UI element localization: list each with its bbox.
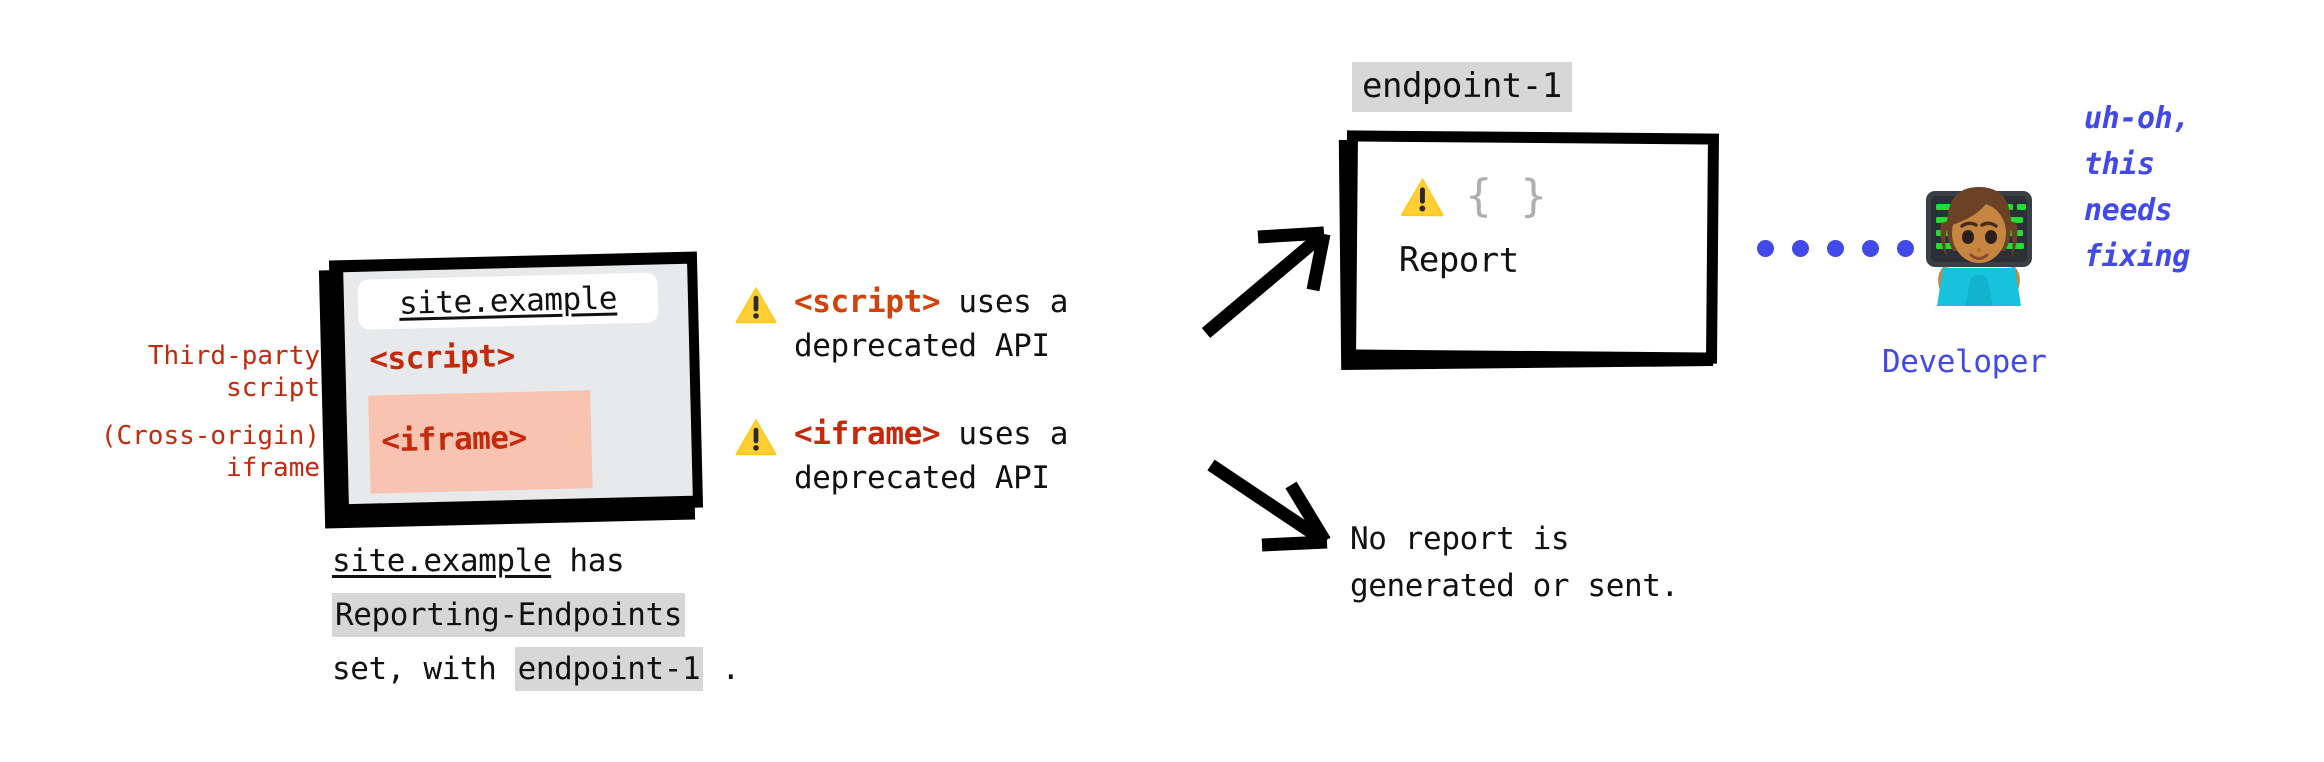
warning-iframe-rest: uses a deprecated API bbox=[794, 416, 1068, 496]
arrow-to-report-icon bbox=[1201, 226, 1331, 338]
warning-script-tag: <script> bbox=[794, 284, 941, 320]
browser-url-bar[interactable]: site.example bbox=[357, 272, 659, 330]
caption-line3-post: . bbox=[703, 651, 741, 687]
browser-window-mock: site.example <script> <iframe> bbox=[318, 251, 704, 529]
warning-text-script: <script> uses a deprecated API bbox=[794, 280, 1068, 368]
json-braces-icon: { } bbox=[1465, 170, 1549, 223]
warning-text-iframe: <iframe> uses a deprecated API bbox=[794, 412, 1068, 500]
warning-triangle-icon bbox=[1400, 177, 1444, 216]
warning-triangle-icon bbox=[735, 418, 777, 456]
arrow-to-no-report-icon bbox=[1207, 459, 1331, 552]
iframe-highlight-box: <iframe> bbox=[368, 390, 593, 494]
connector-dot bbox=[1862, 240, 1879, 257]
report-box-content: { } Report bbox=[1356, 141, 1708, 353]
no-report-text: No report is generated or sent. bbox=[1350, 521, 1679, 604]
caption-reporting-endpoints-chip: Reporting-Endpoints bbox=[332, 593, 686, 637]
warning-iframe-tag: <iframe> bbox=[794, 416, 941, 452]
warning-script-rest: uses a deprecated API bbox=[794, 284, 1068, 364]
woman-technologist-emoji bbox=[1926, 187, 2032, 306]
connector-dot bbox=[1897, 240, 1914, 257]
browser-window-content: site.example <script> <iframe> bbox=[343, 263, 693, 505]
script-tag-text: <script> bbox=[368, 338, 516, 378]
label-cross-origin-iframe: (Cross-origin) iframe bbox=[100, 421, 320, 483]
browser-window-frame: site.example <script> <iframe> bbox=[328, 251, 704, 517]
connector-dot bbox=[1827, 240, 1844, 257]
browser-url-text: site.example bbox=[398, 280, 618, 322]
developer-quote: uh-oh, this needs fixing bbox=[2084, 101, 2190, 274]
endpoint-label-chip: endpoint-1 bbox=[1352, 62, 1572, 112]
connector-dot bbox=[1757, 240, 1774, 257]
developer-label: Developer bbox=[1882, 344, 2047, 380]
connector-dot bbox=[1792, 240, 1809, 257]
label-third-party-script: Third-party script bbox=[147, 341, 320, 403]
warning-row-iframe: <iframe> uses a deprecated API bbox=[734, 412, 1068, 500]
warning-row-script: <script> uses a deprecated API bbox=[734, 280, 1068, 368]
report-box-icon-row: { } bbox=[1399, 170, 1548, 222]
caption-line-3: set, with endpoint-1 . bbox=[332, 642, 740, 696]
iframe-tag-text: <iframe> bbox=[380, 419, 528, 460]
warning-triangle-icon bbox=[735, 286, 777, 324]
caption-line-2: Reporting-Endpoints bbox=[332, 588, 740, 642]
report-box-label: Report bbox=[1398, 239, 1519, 281]
caption-line1-rest: has bbox=[551, 543, 625, 579]
caption-site-link: site.example bbox=[332, 543, 552, 579]
caption-line-1: site.example has bbox=[332, 534, 740, 588]
browser-caption: site.example has Reporting-Endpoints set… bbox=[332, 534, 740, 696]
caption-line3-pre: set, with bbox=[332, 651, 515, 687]
caption-endpoint-chip: endpoint-1 bbox=[514, 647, 704, 691]
report-box-frame: { } Report bbox=[1345, 130, 1719, 364]
